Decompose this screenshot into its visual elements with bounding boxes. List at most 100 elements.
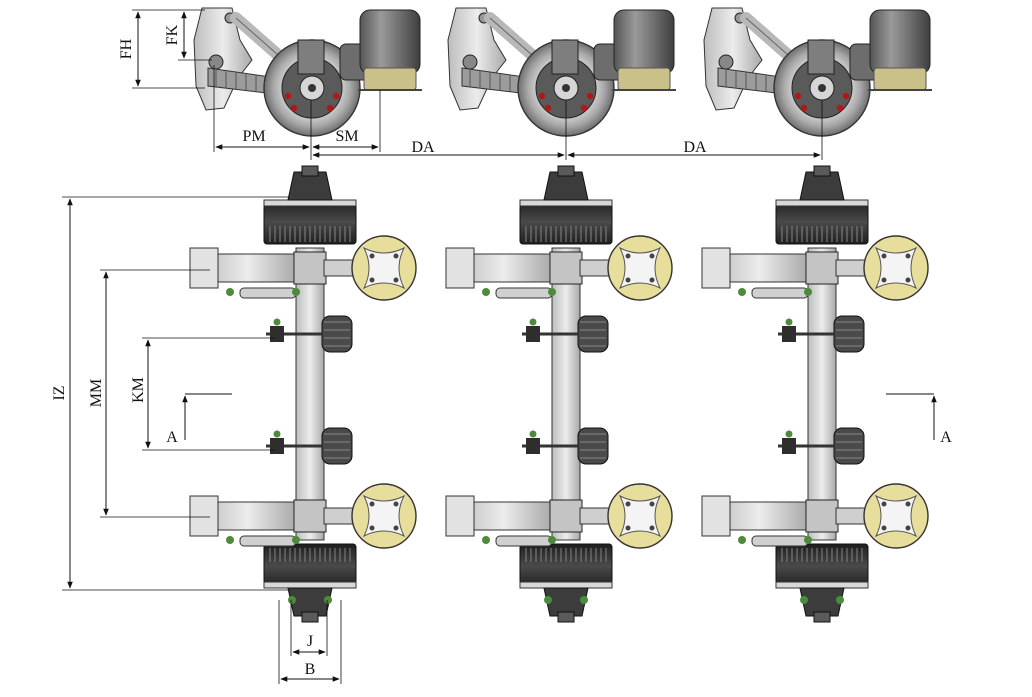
trailing-arm-bottom-seat <box>293 499 327 533</box>
wheel-stud-1 <box>580 104 588 112</box>
trailing-arm-bottom-seat <box>549 499 583 533</box>
iz-dimension: IZ <box>51 196 290 591</box>
da-dimension-2: DA <box>567 100 823 160</box>
wheel-stud-3 <box>332 92 340 100</box>
air-bellow-piston <box>363 67 417 91</box>
brake-chamber-top-slack-adjuster <box>526 326 540 342</box>
air-bellow-bottom-plate <box>618 494 662 538</box>
trailing-arm-top-shock <box>751 287 809 299</box>
mm-label: MM <box>88 379 105 407</box>
side-views <box>193 7 932 137</box>
pivot-bolt <box>718 54 734 70</box>
pivot-bolt <box>462 54 478 70</box>
trailing-arm-top-bolt <box>738 288 746 296</box>
plan-view-3 <box>701 165 929 623</box>
wheel-stud-0 <box>800 104 808 112</box>
dimension-annotations: FH FK PM SM DA DA <box>51 9 952 684</box>
brake-chamber-top-grease <box>273 318 281 326</box>
wheel-stud-1 <box>326 104 334 112</box>
hub-valve-right <box>836 596 844 604</box>
air-bellow-bottom-bolt-1 <box>905 501 911 507</box>
air-bellow-top-bolt-3 <box>393 277 399 283</box>
km-label: KM <box>130 377 147 403</box>
air-bellow-top-bolt-2 <box>369 277 375 283</box>
air-bellow-top-bolt-2 <box>625 277 631 283</box>
air-bellow-bottom-bolt-3 <box>905 525 911 531</box>
air-bellow-top-bolt-1 <box>393 253 399 259</box>
hub-bottom <box>543 587 589 617</box>
trailing-arm-bottom-bolt-2 <box>548 536 556 544</box>
drum-top-rim <box>519 199 613 207</box>
trailing-arm-bottom-shock <box>751 535 809 547</box>
air-bellow-top-plate <box>618 246 662 290</box>
air-bellow-bottom-bolt-2 <box>369 525 375 531</box>
air-bellow <box>869 9 931 75</box>
hub-top <box>543 171 589 201</box>
air-bellow-bottom-plate <box>362 494 406 538</box>
trailing-arm-top-bolt-2 <box>804 288 812 296</box>
brake-chamber-top-slack-adjuster <box>270 326 284 342</box>
wheel-stud-1 <box>836 104 844 112</box>
side-view-3 <box>703 7 932 137</box>
wheel-stud-2 <box>284 92 292 100</box>
brake-chamber-bottom-slack-adjuster <box>270 438 284 454</box>
hub-valve-right <box>324 596 332 604</box>
brake-chamber-top <box>577 315 609 353</box>
hub-top <box>799 171 845 201</box>
brake-chamber-top <box>321 315 353 353</box>
hub-cap-top <box>301 165 319 177</box>
section-a-right: A <box>886 393 952 446</box>
km-dimension: KM <box>130 337 275 451</box>
trailing-arm-bottom-shock <box>495 535 553 547</box>
brake-chamber-bottom <box>577 427 609 465</box>
brake-bracket <box>551 39 579 75</box>
hub-cap-top <box>557 165 575 177</box>
air-bellow-bottom-bolt-3 <box>393 525 399 531</box>
air-bellow-top-bolt-3 <box>905 277 911 283</box>
air-bellow-bottom-bolt-0 <box>369 501 375 507</box>
air-bellow-bottom-bolt-2 <box>881 525 887 531</box>
brake-chamber-top-grease <box>785 318 793 326</box>
trailing-arm-bottom-eye <box>701 495 731 537</box>
brake-chamber-bottom-grease <box>529 430 537 438</box>
air-bellow-top-bolt-0 <box>881 253 887 259</box>
fh-dimension: FH <box>118 9 205 89</box>
side-view-1 <box>193 7 422 137</box>
pivot-bolt <box>208 54 224 70</box>
trailing-arm-top-eye <box>189 247 219 289</box>
wheel-stud-3 <box>586 92 594 100</box>
trailing-arm-top-shock <box>239 287 297 299</box>
hub-valve-left <box>288 596 296 604</box>
pm-dimension: PM <box>213 65 312 160</box>
trailing-arm-bottom-bolt <box>226 536 234 544</box>
brake-bracket <box>297 39 325 75</box>
trailing-arm-bottom-seat <box>805 499 839 533</box>
air-bellow-top-bolt-3 <box>649 277 655 283</box>
trailing-arm-top-bolt <box>482 288 490 296</box>
trailing-arm-bottom-bolt <box>738 536 746 544</box>
air-bellow-bottom-bolt-0 <box>881 501 887 507</box>
wheel-stud-0 <box>290 104 298 112</box>
fk-dimension: FK <box>164 11 212 61</box>
trailing-arm-bottom-bolt-2 <box>292 536 300 544</box>
air-bellow-bottom-bolt-1 <box>393 501 399 507</box>
air-bellow-piston <box>617 67 671 91</box>
air-bellow-bottom-bolt-0 <box>625 501 631 507</box>
hub-cap-bottom <box>813 611 831 623</box>
trailing-arm-top-seat <box>549 251 583 285</box>
drum-bottom-rim <box>519 581 613 589</box>
air-bellow-piston <box>873 67 927 91</box>
hub-bottom <box>799 587 845 617</box>
air-bellow-top-plate <box>362 246 406 290</box>
air-bellow-top-bolt-0 <box>625 253 631 259</box>
hub-cap-bottom <box>301 611 319 623</box>
b-label: B <box>305 661 316 678</box>
trailing-arm-top-seat <box>805 251 839 285</box>
hub-valve-left <box>800 596 808 604</box>
trailing-arm-bottom-eye <box>445 495 475 537</box>
drum-top-rim <box>775 199 869 207</box>
trailing-arm-top-bolt-2 <box>548 288 556 296</box>
plan-view-1 <box>189 165 417 623</box>
brake-chamber-top-grease <box>529 318 537 326</box>
